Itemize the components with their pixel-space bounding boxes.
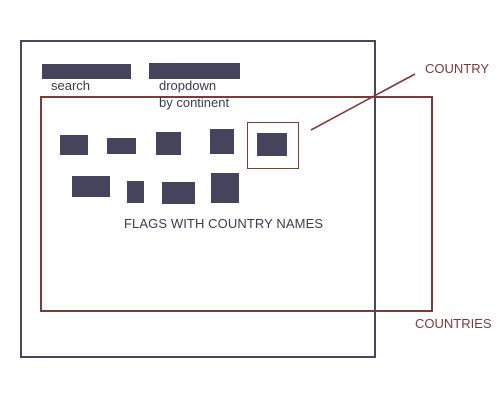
country-flag[interactable] [72, 176, 110, 197]
country-flag[interactable] [211, 173, 239, 203]
country-flag[interactable] [210, 129, 234, 154]
dropdown-label-continent: by continent [159, 95, 230, 110]
country-flag[interactable] [162, 182, 195, 204]
flags-caption: FLAGS WITH COUNTRY NAMES [124, 216, 324, 231]
country-flag[interactable] [156, 132, 181, 155]
country-highlight-box [247, 122, 299, 169]
dropdown-label: dropdown [159, 78, 217, 93]
country-flag[interactable] [107, 138, 136, 154]
country-flag[interactable] [127, 181, 144, 203]
countries-annotation: COUNTRIES [415, 316, 492, 331]
country-annotation: COUNTRY [425, 61, 490, 76]
country-flag[interactable] [60, 135, 88, 155]
search-label: search [51, 78, 91, 93]
app-frame [20, 40, 376, 358]
countries-area [40, 96, 433, 312]
country-flag[interactable] [257, 133, 287, 156]
continent-dropdown[interactable] [149, 63, 240, 79]
search-input[interactable] [42, 64, 131, 79]
